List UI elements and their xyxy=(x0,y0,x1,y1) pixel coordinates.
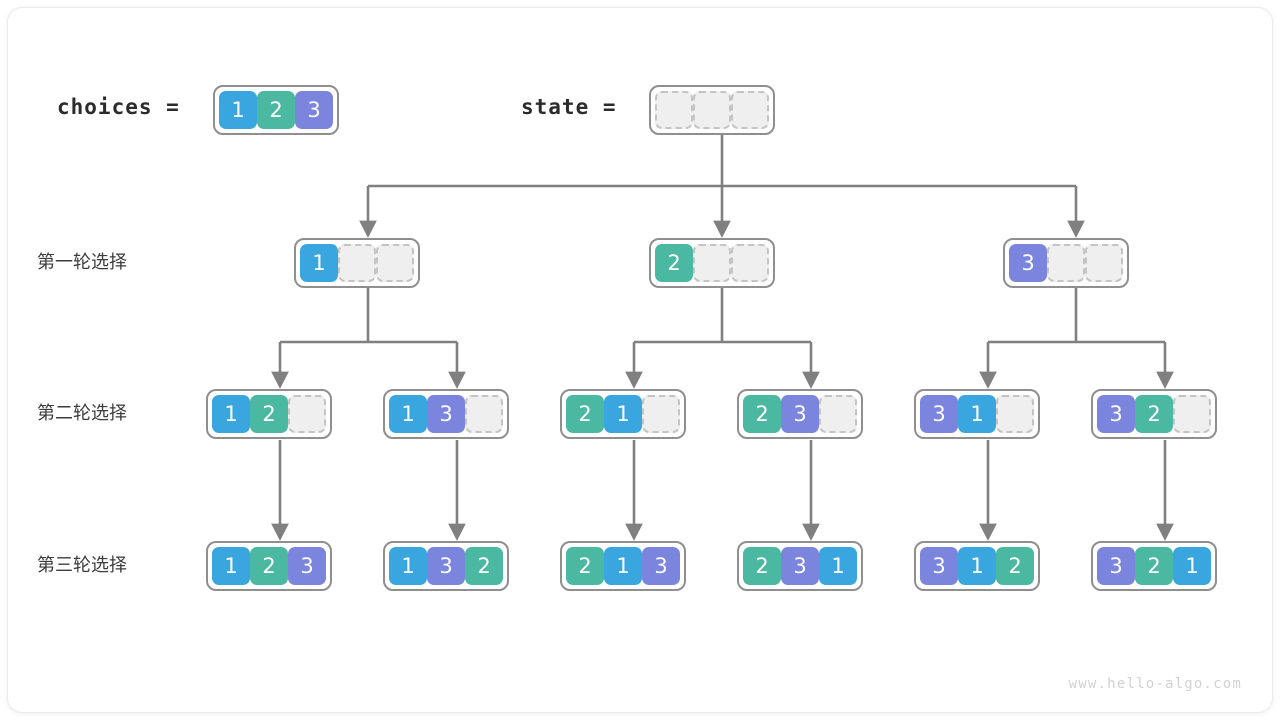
array-cell: 2 xyxy=(465,547,503,585)
array-cell: 3 xyxy=(781,395,819,433)
array-cell: 3 xyxy=(1097,547,1135,585)
array-cell: 3 xyxy=(781,547,819,585)
array-cell-empty xyxy=(655,91,693,129)
array-cell: 1 xyxy=(389,395,427,433)
array-cell-empty xyxy=(376,244,414,282)
array-cell-empty xyxy=(1173,395,1211,433)
array-cell: 2 xyxy=(743,395,781,433)
state-array xyxy=(649,85,775,135)
array-cell-empty xyxy=(1085,244,1123,282)
array-cell-empty xyxy=(642,395,680,433)
array-cell: 1 xyxy=(219,91,257,129)
array-cell: 1 xyxy=(212,547,250,585)
array-cell: 3 xyxy=(1009,244,1047,282)
diagram-card xyxy=(8,8,1272,712)
watermark: www.hello-algo.com xyxy=(1068,676,1242,692)
state-label: state = xyxy=(521,95,617,119)
row-label-3: 第三轮选择 xyxy=(37,555,127,576)
array-cell: 1 xyxy=(604,395,642,433)
array-cell: 3 xyxy=(295,91,333,129)
array-cell: 2 xyxy=(1135,547,1173,585)
array-cell: 1 xyxy=(819,547,857,585)
array-cell-empty xyxy=(465,395,503,433)
array-cell: 3 xyxy=(427,395,465,433)
array-cell-empty xyxy=(338,244,376,282)
array-cell: 1 xyxy=(958,547,996,585)
row-label-1: 第一轮选择 xyxy=(37,252,127,273)
array-cell: 2 xyxy=(1135,395,1173,433)
array-cell: 1 xyxy=(958,395,996,433)
array-cell-empty xyxy=(288,395,326,433)
array-cell: 2 xyxy=(250,395,288,433)
row-label-2: 第二轮选择 xyxy=(37,403,127,424)
array-cell: 3 xyxy=(642,547,680,585)
array-cell-empty xyxy=(996,395,1034,433)
choices-label: choices = xyxy=(57,95,180,119)
array-cell: 2 xyxy=(655,244,693,282)
array-cell: 1 xyxy=(300,244,338,282)
state-node-r1-n2: 2 xyxy=(649,238,775,288)
array-cell-empty xyxy=(731,244,769,282)
array-cell: 2 xyxy=(743,547,781,585)
array-cell-empty xyxy=(693,91,731,129)
state-node-r1-n3: 3 xyxy=(1003,238,1129,288)
array-cell: 2 xyxy=(566,395,604,433)
array-cell-empty xyxy=(1047,244,1085,282)
array-cell: 3 xyxy=(288,547,326,585)
array-cell: 3 xyxy=(920,395,958,433)
array-cell: 1 xyxy=(212,395,250,433)
array-cell-empty xyxy=(693,244,731,282)
array-cell: 3 xyxy=(427,547,465,585)
array-cell: 3 xyxy=(920,547,958,585)
array-cell: 1 xyxy=(1173,547,1211,585)
array-cell-empty xyxy=(731,91,769,129)
array-cell: 3 xyxy=(1097,395,1135,433)
array-cell: 2 xyxy=(996,547,1034,585)
array-cell: 1 xyxy=(389,547,427,585)
array-cell: 1 xyxy=(604,547,642,585)
array-cell: 2 xyxy=(250,547,288,585)
array-cell-empty xyxy=(819,395,857,433)
array-cell: 2 xyxy=(566,547,604,585)
array-cell: 2 xyxy=(257,91,295,129)
state-node-r1-n1: 1 xyxy=(294,238,420,288)
